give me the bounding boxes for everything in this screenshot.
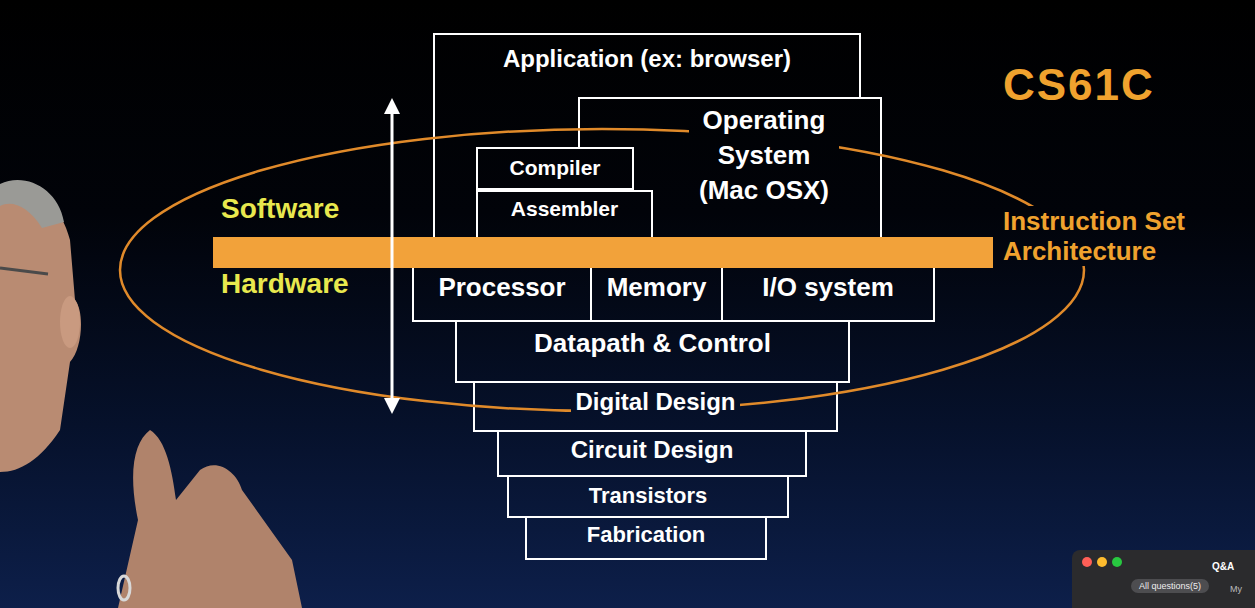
layer-label: Transistors — [585, 483, 712, 508]
course-code: CS61C — [1000, 60, 1158, 111]
double-arrow-shaft — [391, 110, 394, 402]
tab-button: My — [1230, 584, 1242, 594]
layer-label: Assembler — [507, 197, 622, 221]
layer-label: Operating System (Mac OSX) — [689, 103, 839, 208]
layer-box: Compiler — [476, 147, 634, 190]
layer-label: Fabrication — [583, 522, 710, 547]
label-holder: Hardware — [218, 268, 352, 300]
finger-ring — [118, 576, 130, 600]
layer-label: Datapath & Control — [530, 329, 775, 359]
presenter-ear — [60, 296, 80, 348]
layer-label: Processor — [434, 273, 569, 303]
layer-group-label: Hardware — [218, 268, 352, 300]
label-holder: All questions(5) — [1131, 575, 1209, 593]
window-button — [1097, 557, 1107, 567]
layer-label: Application (ex: browser) — [499, 45, 795, 73]
label-holder: Software — [218, 193, 342, 225]
layer-label: Compiler — [505, 156, 604, 180]
layer-box: Assembler — [476, 190, 653, 237]
presenter-face — [0, 187, 81, 472]
layer-label: I/O system — [758, 273, 898, 303]
isa-ellipse — [120, 129, 1084, 411]
window-button — [1082, 557, 1092, 567]
layer-box: Fabrication — [525, 518, 767, 560]
isa-bar — [213, 237, 993, 268]
layer-box: Transistors — [507, 477, 789, 518]
tab-button: All questions(5) — [1131, 579, 1209, 593]
arrow-head — [384, 398, 400, 414]
layer-box: Datapath & Control — [455, 322, 850, 383]
layer-label: Memory — [603, 273, 711, 303]
layer-box: Digital Design — [473, 383, 838, 432]
arrow-head — [384, 98, 400, 114]
qa-window — [1072, 550, 1255, 608]
label-holder: Q&A — [1212, 556, 1234, 574]
label-holder: Instruction Set Architecture — [1000, 206, 1222, 266]
window-title: Q&A — [1212, 561, 1234, 573]
layer-group-label: Software — [218, 193, 342, 225]
layer-box: I/O system — [723, 268, 935, 322]
layer-box: Circuit Design — [497, 432, 807, 477]
window-button — [1112, 557, 1122, 567]
layer-box: Processor — [412, 268, 592, 322]
layer-label: Circuit Design — [567, 436, 738, 464]
presenter-hand — [118, 430, 302, 608]
presenter-hair — [0, 180, 64, 228]
layer-box: Memory — [592, 268, 723, 322]
interface-label: Instruction Set Architecture — [1000, 206, 1222, 266]
label-holder: My — [1230, 578, 1242, 596]
glasses-frame — [0, 268, 48, 274]
label-holder: CS61C — [1000, 60, 1158, 111]
layer-label: Digital Design — [571, 388, 739, 416]
